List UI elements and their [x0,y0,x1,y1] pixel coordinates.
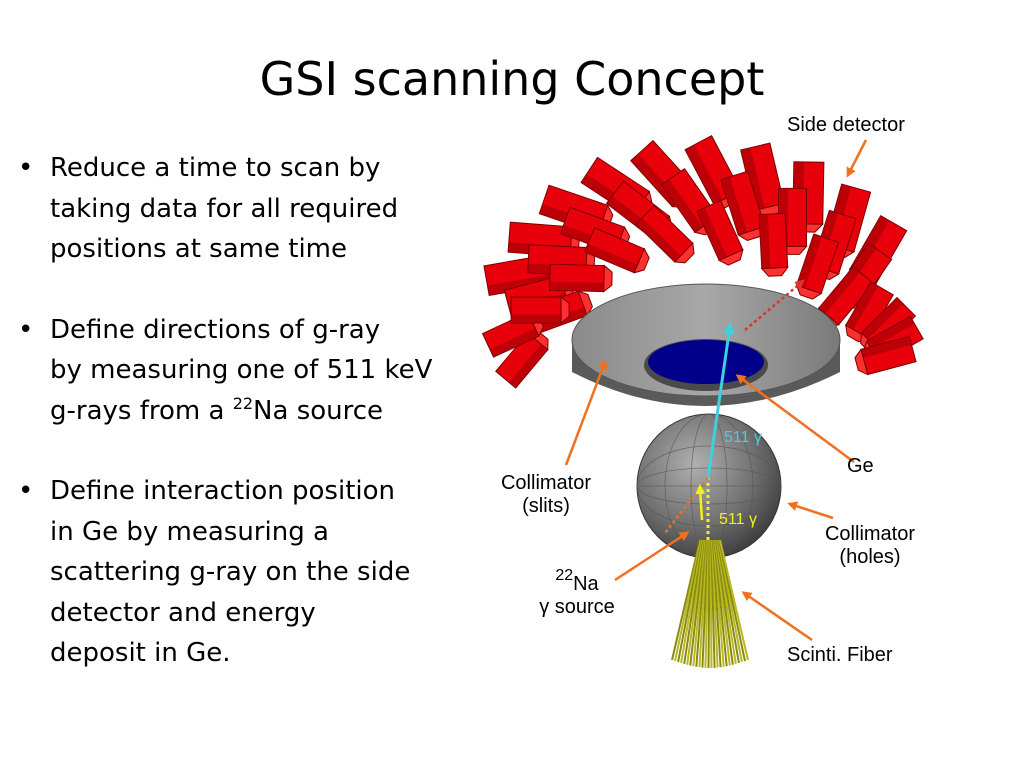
bullet-dot: • [18,153,34,183]
scinti-fiber [680,539,704,664]
bullet-dot: • [18,476,34,506]
label-line: (slits) [522,495,570,517]
scinti-fiber [714,539,731,666]
label-na-source: 22Na γ source [522,568,632,619]
label-scinti-fiber: Scinti. Fiber [787,644,893,666]
scinti-fiber [719,539,749,661]
scinti-fiber [709,539,713,669]
slide-title: GSI scanning Concept [259,52,765,106]
ge-crystal [648,340,764,384]
scinti-fiber [710,539,716,668]
scinti-fiber [715,539,734,665]
bullet-line: by measuring one of 511 keV [50,355,433,385]
gamma-ray-cyan [706,322,735,479]
bullet-line: Na source [253,395,384,426]
arrow-na-source [614,531,690,582]
detector-crystal [758,212,789,277]
detector-crystal [720,170,766,242]
detector-crystal [495,330,549,389]
isotope-superscript: 22 [232,393,254,413]
scinti-fiber [674,539,702,662]
scinti-fiber [698,539,709,668]
bullet-item: • Reduce a time to scan by taking data f… [18,148,508,270]
scinti-fiber [692,539,707,667]
gamma-label-top: 511 γ [724,429,762,446]
scinti-fiber [716,539,740,664]
arrow-scinti-fiber [741,591,813,642]
bullet-line: Define interaction position [50,476,395,506]
scinti-fiber [711,539,722,668]
bullet-line: Define directions of g-ray [50,314,381,345]
label-side-detector: Side detector [787,114,905,136]
bullet-line: deposit in Ge. [50,638,231,668]
label-line: Collimator [824,523,916,545]
scinti-fiber [677,539,703,663]
detector-crystal [845,281,894,343]
gamma-symbol: γ [539,596,550,618]
scinti-fiber [717,539,743,663]
scattered-ray [744,279,806,331]
scinti-fiber [701,539,709,668]
collimator-slits-ring [571,283,841,406]
detector-crystal [696,199,744,266]
scinti-fiber [704,539,710,668]
bullet-item: • Define interaction position in Ge by m… [18,471,508,674]
bullet-dot: • [18,314,34,345]
bullet-line: scattering g-ray on the side [50,557,411,587]
arrow-ge [735,374,855,464]
arrow-collimator-holes [787,501,834,520]
scinti-fiber [683,539,705,665]
bullet-line: positions at same time [50,234,347,264]
bullet-line: in Ge by measuring a [50,516,329,547]
bullet-line: g-rays from a [50,395,233,426]
bullet-line: taking data for all required [50,193,399,224]
gamma-ray-yellow-arrow [695,484,706,521]
scinti-fiber [713,539,728,667]
gamma-label-bottom: 511 γ [719,511,757,528]
detector-crystal [854,335,917,376]
bullet-line: detector and energy [50,597,316,628]
detector-crystal [583,227,650,274]
label-collimator-holes: Collimator (holes) [810,523,930,569]
bullet-line: Reduce a time to scan by [50,153,381,183]
detector-crystal [549,263,613,293]
label-line: source [549,596,615,618]
bullet-list: • Reduce a time to scan by taking data f… [18,148,508,714]
label-collimator-slits: Collimator (slits) [488,472,604,518]
label-line: Na [573,573,599,595]
label-ge: Ge [847,455,874,477]
scinti-fiber [695,539,708,667]
detector-crystal [510,295,570,325]
scinti-fiber-bundle [671,539,749,669]
scinti-fiber [718,539,746,662]
side-detector-array [481,135,924,389]
isotope-superscript: 22 [555,567,574,584]
scinti-fiber [707,539,711,669]
arrow-collimator-slits [564,359,608,466]
detector-crystal [635,204,695,264]
label-line: (holes) [839,546,901,568]
arrow-side-detector [846,139,868,178]
scinti-fiber [689,539,706,666]
scinti-fiber [686,539,705,665]
scinti-fiber [712,539,725,667]
scinti-fiber [711,539,719,668]
detector-crystal [795,233,840,300]
label-line: Collimator [500,472,592,494]
scinti-fiber [715,539,737,665]
scinti-fiber [671,539,701,661]
bullet-item: • Define directions of g-ray by measurin… [18,310,508,432]
